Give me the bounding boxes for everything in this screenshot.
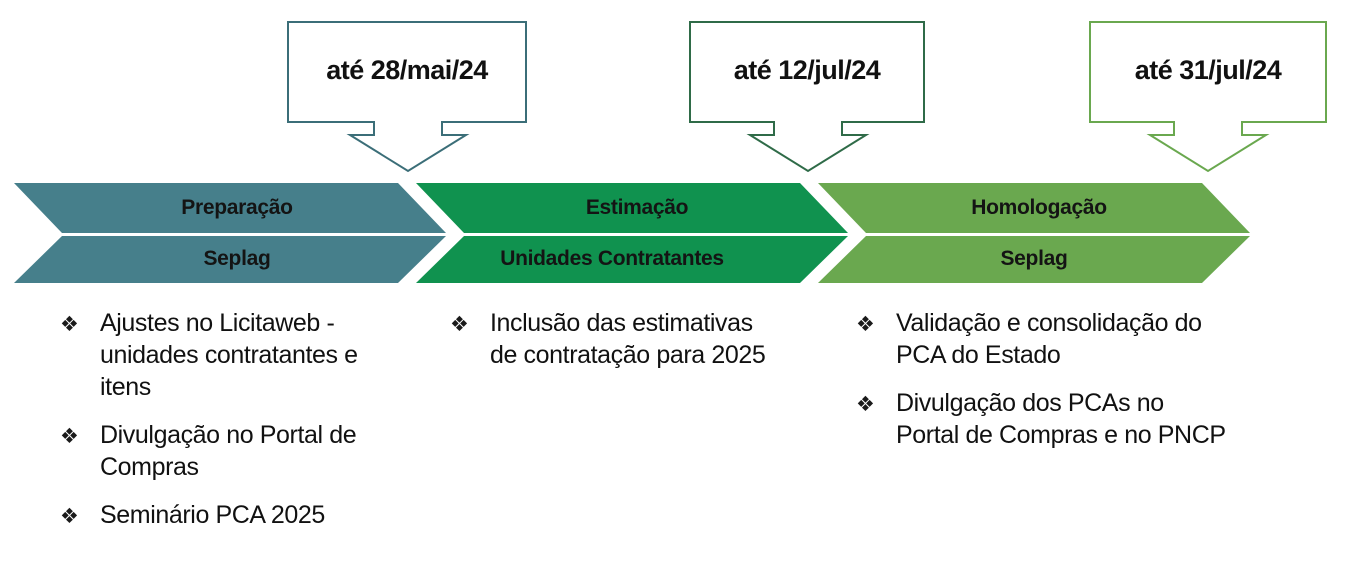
deadline-label-1: até 28/mai/24 [326, 55, 488, 85]
phase-2-owner: Unidades Contratantes [500, 247, 724, 270]
list-item-text: Ajustes no Licitaweb - unidades contrata… [100, 309, 358, 401]
list-item: ❖ Validação e consolidação do PCA do Est… [856, 307, 1226, 371]
phase-1-title-band [14, 183, 446, 233]
phase-3-owner: Seplag [1000, 247, 1068, 270]
deadline-label-3: até 31/jul/24 [1134, 55, 1282, 85]
phase-1-activity-list: ❖ Ajustes no Licitaweb - unidades contra… [60, 307, 380, 547]
phase-2-title-band [416, 183, 848, 233]
deadline-callout-3 [1089, 21, 1327, 173]
four-diamond-icon: ❖ [60, 424, 79, 448]
list-item: ❖ Divulgação no Portal de Compras [60, 419, 380, 483]
deadline-callout-2 [689, 21, 925, 173]
list-item-text: Divulgação no Portal de Compras [100, 421, 357, 481]
list-item: ❖ Seminário PCA 2025 [60, 499, 380, 531]
four-diamond-icon: ❖ [450, 312, 469, 336]
phase-2-owner-band [416, 236, 848, 283]
phase-1-owner-band [14, 236, 446, 283]
phase-2-activity-list: ❖ Inclusão das estimativas de contrataçã… [450, 307, 780, 387]
list-item-text: Inclusão das estimativas de contratação … [490, 309, 766, 369]
phase-3-owner-band [818, 236, 1250, 283]
list-item: ❖ Inclusão das estimativas de contrataçã… [450, 307, 780, 371]
phase-3-activity-list: ❖ Validação e consolidação do PCA do Est… [856, 307, 1226, 467]
four-diamond-icon: ❖ [60, 504, 79, 528]
four-diamond-icon: ❖ [856, 392, 875, 416]
phase-3-title-band [818, 183, 1250, 233]
deadline-label-2: até 12/jul/24 [733, 55, 881, 85]
list-item-text: Seminário PCA 2025 [100, 501, 325, 529]
list-item-text: Divulgação dos PCAs no Portal de Compras… [896, 389, 1226, 449]
list-item: ❖ Divulgação dos PCAs no Portal de Compr… [856, 387, 1226, 451]
four-diamond-icon: ❖ [60, 312, 79, 336]
deadline-callout-1 [287, 21, 527, 173]
phase-1-owner: Seplag [203, 247, 271, 270]
list-item: ❖ Ajustes no Licitaweb - unidades contra… [60, 307, 380, 403]
phase-1-title: Preparação [181, 196, 293, 219]
phase-2-title: Estimação [585, 196, 689, 219]
four-diamond-icon: ❖ [856, 312, 875, 336]
list-item-text: Validação e consolidação do PCA do Estad… [896, 309, 1202, 369]
phase-3-title: Homologação [971, 196, 1107, 219]
